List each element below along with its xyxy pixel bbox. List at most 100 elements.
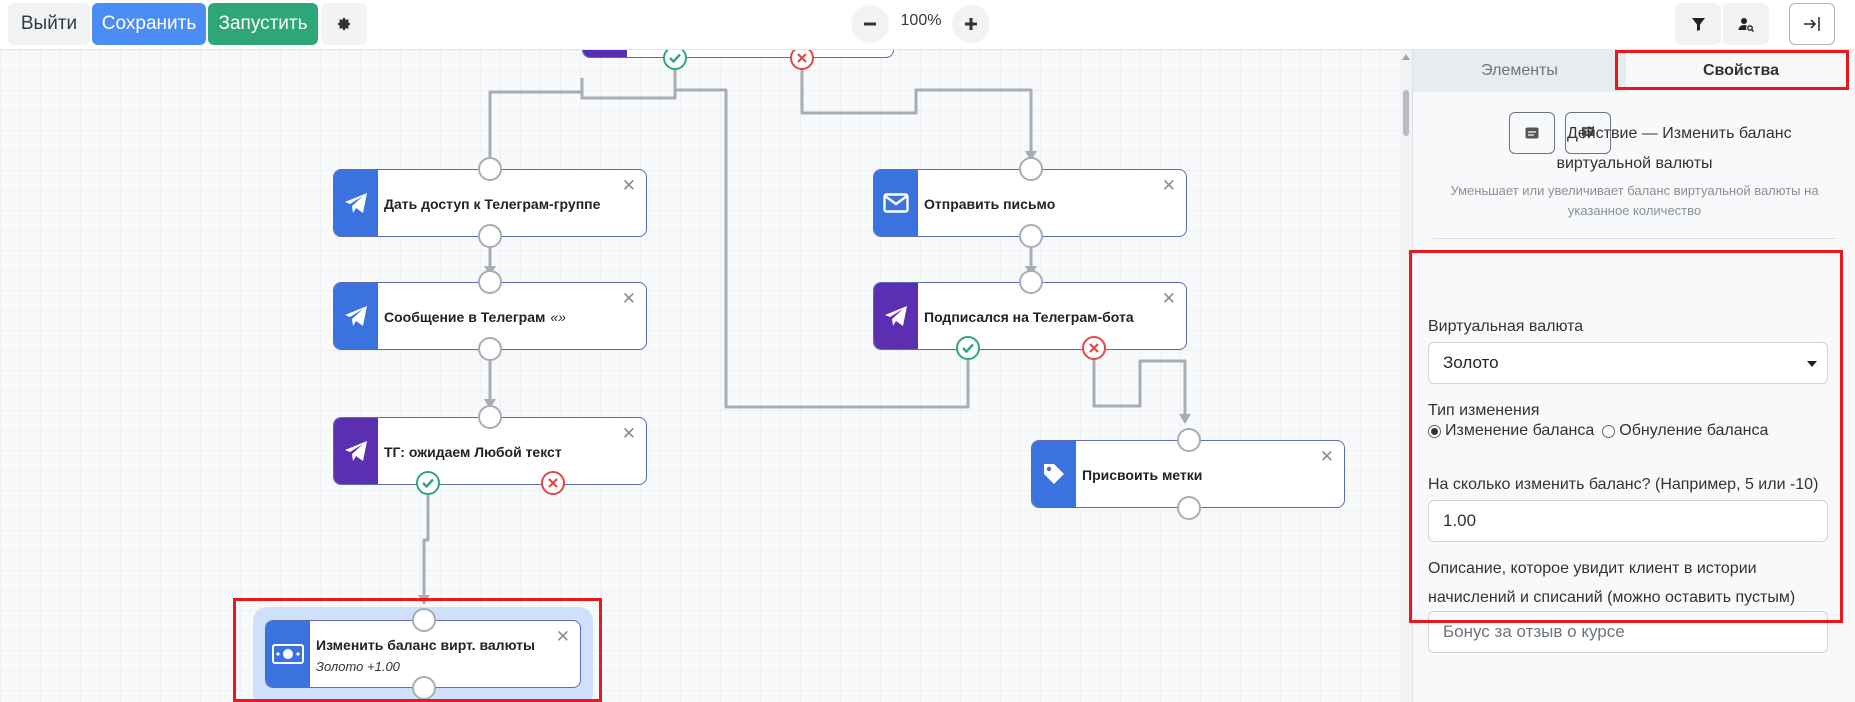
amount-input[interactable]: 1.00 <box>1428 500 1828 542</box>
user-search-button[interactable] <box>1723 3 1769 45</box>
arrow-to-right-icon <box>1804 17 1820 31</box>
input-port[interactable] <box>1019 270 1043 294</box>
node-icon-stripe <box>266 621 310 687</box>
node-icon-stripe <box>1032 441 1076 507</box>
filter-button[interactable] <box>1675 3 1721 45</box>
output-port[interactable] <box>478 224 502 248</box>
flow-node-top[interactable] <box>582 50 894 58</box>
gear-icon <box>338 18 350 30</box>
paper-plane-icon <box>345 193 367 213</box>
success-port[interactable] <box>956 336 980 360</box>
node-title: Присвоить метки <box>1082 467 1203 483</box>
output-port[interactable] <box>1177 496 1201 520</box>
toolbar: Выйти Сохранить Запустить 100% <box>0 0 1855 50</box>
paper-plane-icon <box>885 306 907 326</box>
node-icon-stripe <box>874 170 918 236</box>
filter-icon <box>1691 17 1705 31</box>
node-title: Изменить баланс вирт. валюты Золото +1.0… <box>316 621 554 689</box>
scroll-up-arrow[interactable] <box>1402 54 1410 60</box>
divider <box>1433 238 1836 239</box>
amount-label: На сколько изменить баланс? (Например, 5… <box>1428 476 1819 493</box>
failure-port[interactable] <box>541 471 565 495</box>
x-icon <box>548 478 558 488</box>
close-icon[interactable]: ✕ <box>621 424 636 443</box>
money-icon <box>272 644 304 664</box>
node-icon-stripe <box>874 283 918 349</box>
radio-change-balance[interactable]: Изменение баланса <box>1428 422 1594 440</box>
envelope-icon <box>883 193 909 213</box>
change-type-radio-group: Изменение баланса Обнуление баланса <box>1428 422 1776 440</box>
x-icon <box>797 53 807 63</box>
radio-button[interactable] <box>1602 424 1616 438</box>
failure-port[interactable] <box>790 50 814 70</box>
settings-button[interactable] <box>321 3 367 45</box>
exit-button[interactable]: Выйти <box>8 3 90 45</box>
tab-elements[interactable]: Элементы <box>1413 50 1626 92</box>
comment-button[interactable] <box>1565 112 1611 154</box>
close-icon[interactable]: ✕ <box>1161 176 1176 195</box>
node-title: Подписался на Телеграм-бота <box>924 309 1134 325</box>
zoom-in-button[interactable] <box>952 5 990 43</box>
input-port[interactable] <box>1019 157 1043 181</box>
minus-icon <box>864 22 876 26</box>
input-port[interactable] <box>478 270 502 294</box>
zoom-level: 100% <box>900 12 942 29</box>
scrollbar-thumb[interactable] <box>1403 90 1409 136</box>
node-title: ТГ: ожидаем Любой текст <box>384 444 562 460</box>
node-title: Дать доступ к Телеграм-группе <box>384 196 601 212</box>
input-port[interactable] <box>412 608 436 632</box>
node-icon-stripe <box>334 418 378 484</box>
close-icon[interactable]: ✕ <box>621 289 636 308</box>
success-port[interactable] <box>663 50 687 70</box>
description-input[interactable]: Бонус за отзыв о курсе <box>1428 611 1828 653</box>
card-icon <box>1525 127 1539 139</box>
node-icon-stripe <box>334 283 378 349</box>
x-icon <box>1089 343 1099 353</box>
close-icon[interactable]: ✕ <box>1161 289 1176 308</box>
panel-title-line1: Действие — Изменить баланс <box>1567 125 1792 142</box>
panel-title-line2: виртуальной валюты <box>1556 155 1713 172</box>
currency-select[interactable]: Золото <box>1428 342 1828 384</box>
zoom-out-button[interactable] <box>851 5 889 43</box>
card-view-button[interactable] <box>1509 112 1555 154</box>
radio-label: Изменение баланса <box>1445 422 1595 439</box>
output-port[interactable] <box>412 676 436 700</box>
plus-icon <box>965 18 977 30</box>
node-title-text: Сообщение в Телеграм <box>384 309 546 325</box>
output-port[interactable] <box>478 337 502 361</box>
change-type-label: Тип изменения <box>1428 402 1540 419</box>
radio-reset-balance[interactable]: Обнуление баланса <box>1602 422 1768 440</box>
run-button[interactable]: Запустить <box>208 3 318 45</box>
caret-down-icon <box>1807 361 1817 367</box>
close-icon[interactable]: ✕ <box>555 627 570 646</box>
check-icon <box>422 478 434 489</box>
close-icon[interactable]: ✕ <box>621 176 636 195</box>
input-port[interactable] <box>478 157 502 181</box>
check-icon <box>669 53 681 64</box>
panel-tabs: Элементы Свойства <box>1413 50 1855 92</box>
radio-button-checked[interactable] <box>1428 424 1441 438</box>
tab-properties[interactable]: Свойства <box>1626 50 1855 92</box>
input-port[interactable] <box>478 405 502 429</box>
node-subtitle: Золото +1.00 <box>316 658 400 674</box>
panel-description: Уменьшает или увеличивает баланс виртуал… <box>1450 183 1819 218</box>
success-port[interactable] <box>416 471 440 495</box>
node-title-text: Изменить баланс вирт. валюты <box>316 636 535 653</box>
input-port[interactable] <box>1177 428 1201 452</box>
failure-port[interactable] <box>1082 336 1106 360</box>
canvas-scrollbar[interactable] <box>1400 50 1412 702</box>
connection-wires <box>418 58 1191 605</box>
flow-canvas[interactable]: Дать доступ к Телеграм-группе ✕ Сообщени… <box>0 50 1400 702</box>
node-title: Сообщение в Телеграм «» <box>384 283 620 351</box>
output-port[interactable] <box>1019 224 1043 248</box>
paper-plane-icon <box>345 441 367 461</box>
save-button[interactable]: Сохранить <box>92 3 206 45</box>
collapse-panel-button[interactable] <box>1789 3 1835 45</box>
properties-panel: Элементы Свойства Действие — Изменить ба… <box>1409 50 1855 702</box>
comment-icon <box>1582 127 1594 139</box>
close-icon[interactable]: ✕ <box>1319 447 1334 466</box>
description-label-line2: начислений и списаний (можно оставить пу… <box>1428 589 1796 606</box>
description-label-line1: Описание, которое увидит клиент в истори… <box>1428 560 1757 577</box>
node-icon-stripe <box>334 170 378 236</box>
radio-label: Обнуление баланса <box>1619 422 1769 439</box>
